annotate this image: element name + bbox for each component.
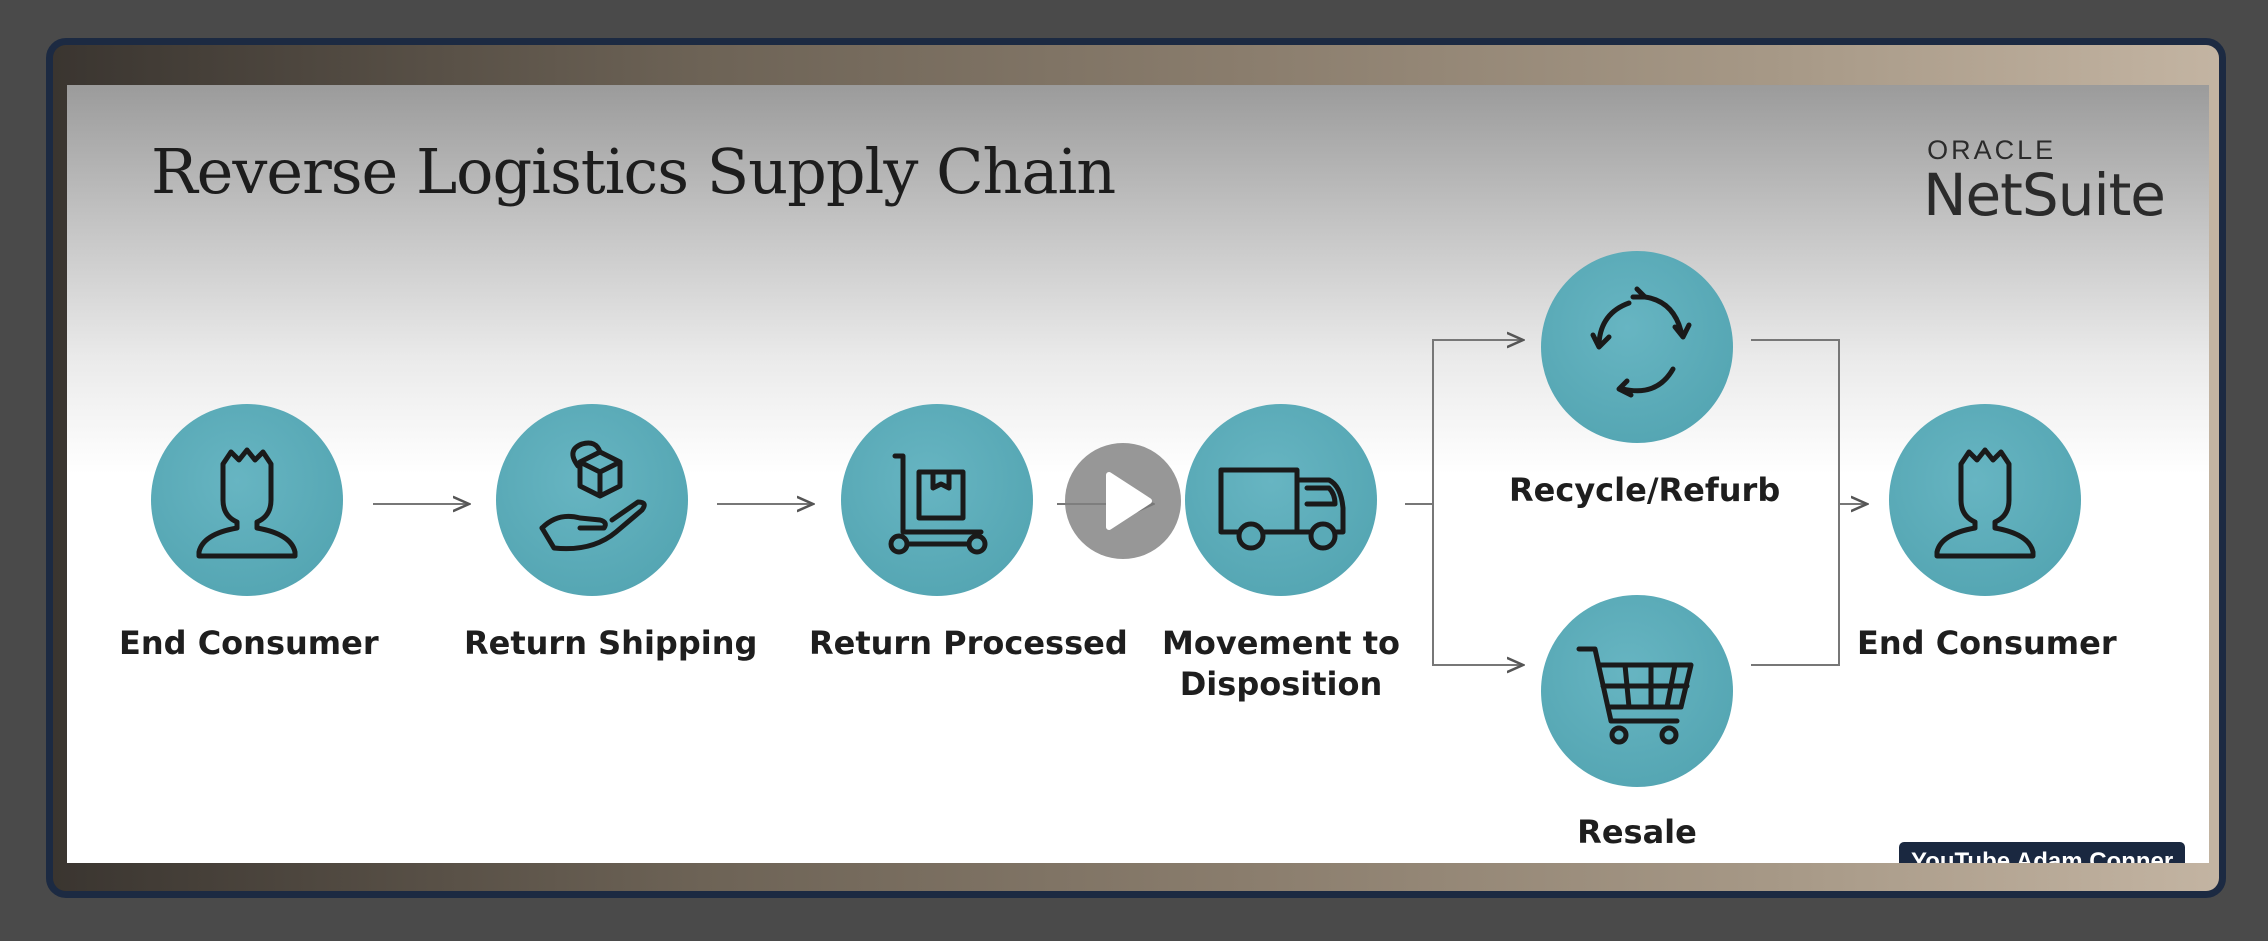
brand-netsuite-text: NetSuite [1923, 161, 2166, 229]
connector-to-resale [1432, 504, 1523, 665]
brand-logo: ORACLE NetSuite [1923, 135, 2166, 229]
label-movement-line2: Disposition [1179, 665, 1383, 703]
recycle-icon [1541, 251, 1733, 443]
label-movement-line1: Movement to [1162, 624, 1400, 662]
brand-oracle-text: ORACLE [1927, 135, 2057, 165]
connector-to-recycle [1432, 340, 1523, 504]
label-recycle-refurb: Recycle/Refurb [1509, 471, 1781, 509]
hand-box-icon [496, 404, 688, 596]
label-resale: Resale [1577, 813, 1697, 851]
play-button[interactable] [1065, 443, 1181, 559]
label-return-processed: Return Processed [809, 624, 1128, 662]
slide-title: Reverse Logistics Supply Chain [151, 135, 1116, 208]
shopping-cart-icon [1541, 595, 1733, 787]
truck-icon [1185, 404, 1377, 596]
person-icon [1889, 404, 2081, 596]
video-player[interactable]: Reverse Logistics Supply Chain ORACLE Ne… [46, 38, 2226, 898]
label-end-consumer-end: End Consumer [1857, 624, 2117, 662]
play-icon [1106, 472, 1152, 530]
youtube-watermark[interactable]: YouTube Adam Conner [1899, 842, 2186, 863]
connector-from-resale [1751, 504, 1840, 666]
person-icon [151, 404, 343, 596]
label-end-consumer-start: End Consumer [119, 624, 379, 662]
label-return-shipping: Return Shipping [464, 624, 758, 662]
connector-from-recycle [1751, 339, 1840, 504]
hand-truck-icon [841, 404, 1033, 596]
